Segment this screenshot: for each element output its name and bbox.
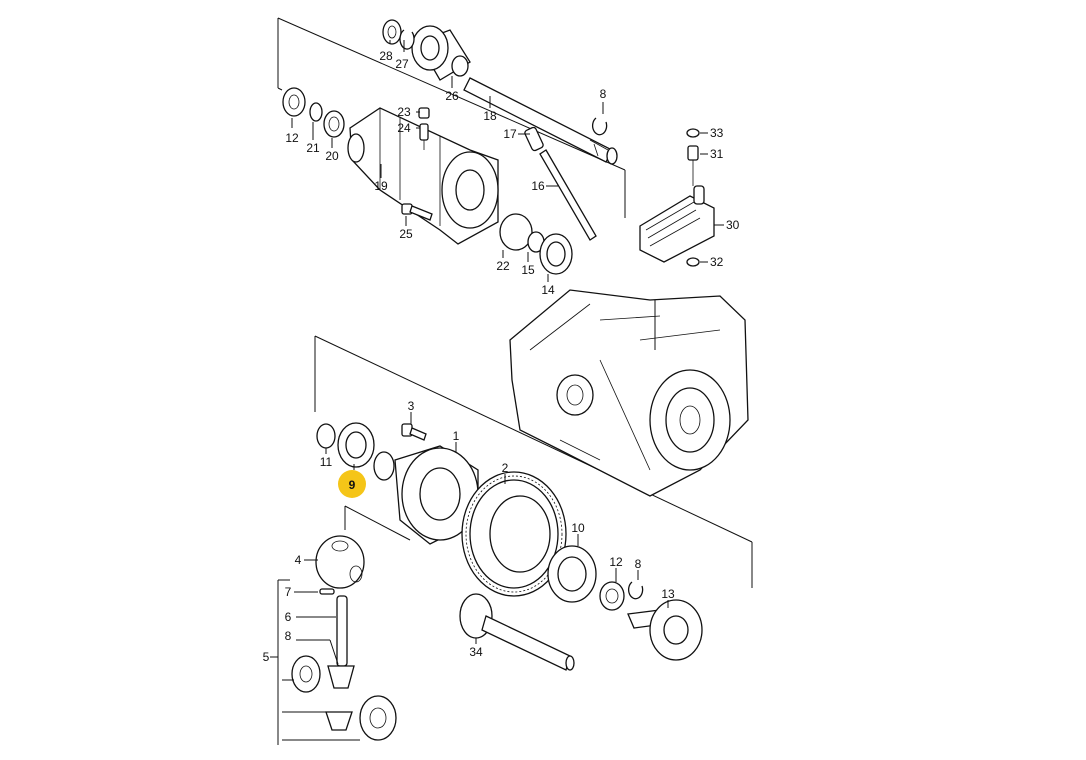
label-8-top: 8: [600, 87, 607, 101]
o-ring-22: [499, 213, 533, 251]
extension-housing: [347, 107, 499, 245]
label-4: 4: [295, 553, 302, 567]
label-25: 25: [399, 227, 413, 241]
label-34: 34: [469, 645, 483, 659]
label-17: 17: [503, 127, 517, 141]
label-26: 26: [445, 89, 459, 103]
label-18: 18: [483, 109, 497, 123]
pin-shaft-6: [336, 595, 348, 667]
upper-assembly-frame: [277, 17, 626, 218]
label-12-top: 12: [285, 131, 299, 145]
bolt-25: [401, 203, 433, 221]
spider-block-4: [315, 535, 365, 589]
bearing-10: [547, 545, 597, 603]
gearbox-housing: [509, 289, 749, 497]
pinion-gear-8-mid: [327, 665, 355, 689]
leader-lines: [282, 40, 724, 741]
label-8-pinion: 8: [285, 629, 292, 643]
label-21: 21: [306, 141, 320, 155]
label-7: 7: [285, 585, 292, 599]
label-28: 28: [379, 49, 393, 63]
label-15: 15: [521, 263, 535, 277]
label-16: 16: [531, 179, 545, 193]
label-8-lower: 8: [635, 557, 642, 571]
final-drive-gear: [461, 471, 567, 597]
label-9-highlighted: 9: [349, 478, 356, 492]
label-5: 5: [263, 650, 270, 664]
bolt-3: [401, 423, 427, 441]
label-19: 19: [374, 179, 388, 193]
circlip-27: [399, 29, 415, 50]
highlight-marker: [338, 470, 366, 498]
label-22: 22: [496, 259, 510, 273]
bearing-9: [337, 422, 375, 468]
oil-cooler: [639, 185, 715, 263]
label-30: 30: [726, 218, 740, 232]
label-23: 23: [397, 105, 411, 119]
side-gear-lower: [325, 695, 397, 741]
bearing-20: [323, 110, 345, 138]
seal-32: [686, 257, 700, 267]
label-14: 14: [541, 283, 555, 297]
circlip-8-lower: [627, 581, 644, 600]
label-6: 6: [285, 610, 292, 624]
plug-23: [418, 107, 430, 119]
label-31: 31: [710, 147, 724, 161]
shim-11: [316, 423, 336, 449]
circlip-8-top: [591, 117, 608, 136]
seal-33: [686, 128, 700, 138]
pin-7: [319, 588, 335, 595]
lower-assembly-frame: [314, 335, 753, 588]
circlip-21: [309, 102, 323, 122]
label-13: 13: [661, 587, 675, 601]
bolt-31: [687, 145, 699, 186]
output-flange-13: [627, 599, 703, 661]
speedo-gear-14: [539, 233, 573, 275]
label-33: 33: [710, 126, 724, 140]
label-1: 1: [453, 429, 460, 443]
label-11: 11: [320, 455, 333, 469]
label-32: 32: [710, 255, 724, 269]
pinion-gear-8-left: [291, 655, 321, 693]
pinion-shaft: [459, 593, 575, 671]
differential-housing: [373, 445, 479, 545]
label-20: 20: [325, 149, 339, 163]
speedo-shaft-16: [524, 126, 597, 241]
switch-24: [419, 123, 429, 150]
bearing-12-top: [282, 87, 306, 117]
label-10: 10: [571, 521, 585, 535]
label-3: 3: [408, 399, 415, 413]
label-12-lower: 12: [609, 555, 623, 569]
label-24: 24: [397, 121, 411, 135]
drive-shaft: [463, 77, 618, 165]
bearing-12-lower: [599, 581, 625, 611]
part-labels: 28 27 26 18 8 23 24 17 16 12 21 20 19 25…: [263, 49, 740, 664]
drive-flange: [411, 25, 471, 81]
label-27: 27: [395, 57, 409, 71]
seal-ring-28: [382, 19, 402, 45]
pinion-group-bracket: [270, 579, 290, 745]
label-2: 2: [502, 461, 509, 475]
